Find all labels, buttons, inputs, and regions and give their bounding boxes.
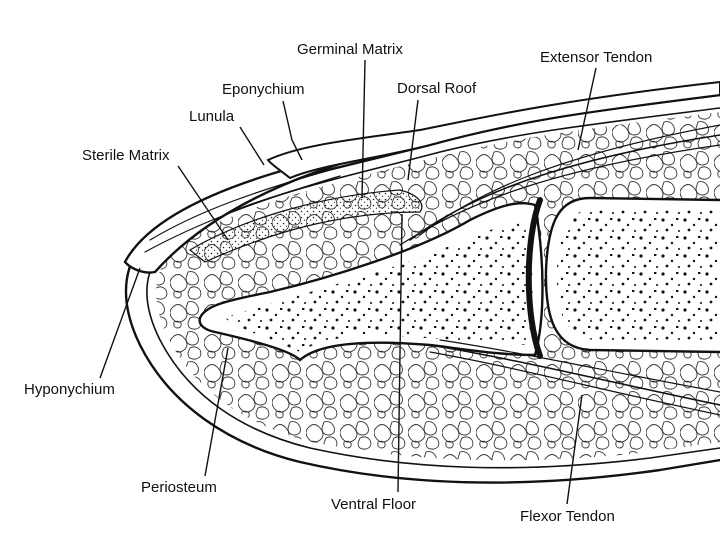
label-sterile-matrix: Sterile Matrix bbox=[82, 147, 170, 164]
nail-matrix bbox=[188, 189, 423, 263]
label-periosteum: Periosteum bbox=[141, 479, 217, 496]
label-eponychium: Eponychium bbox=[222, 81, 305, 98]
label-dorsal-roof: Dorsal Roof bbox=[397, 80, 477, 97]
eponychium-fold bbox=[266, 80, 720, 180]
extensor-tendon bbox=[409, 134, 720, 241]
label-extensor-tendon: Extensor Tendon bbox=[540, 49, 652, 66]
label-flexor-tendon: Flexor Tendon bbox=[520, 508, 615, 525]
label-germinal-matrix: Germinal Matrix bbox=[297, 41, 403, 58]
label-hyponychium: Hyponychium bbox=[24, 381, 115, 398]
flexor-tendon bbox=[429, 344, 720, 406]
label-ventral-floor: Ventral Floor bbox=[331, 496, 416, 513]
label-lunula: Lunula bbox=[189, 108, 235, 125]
leader-lines bbox=[99, 59, 597, 505]
